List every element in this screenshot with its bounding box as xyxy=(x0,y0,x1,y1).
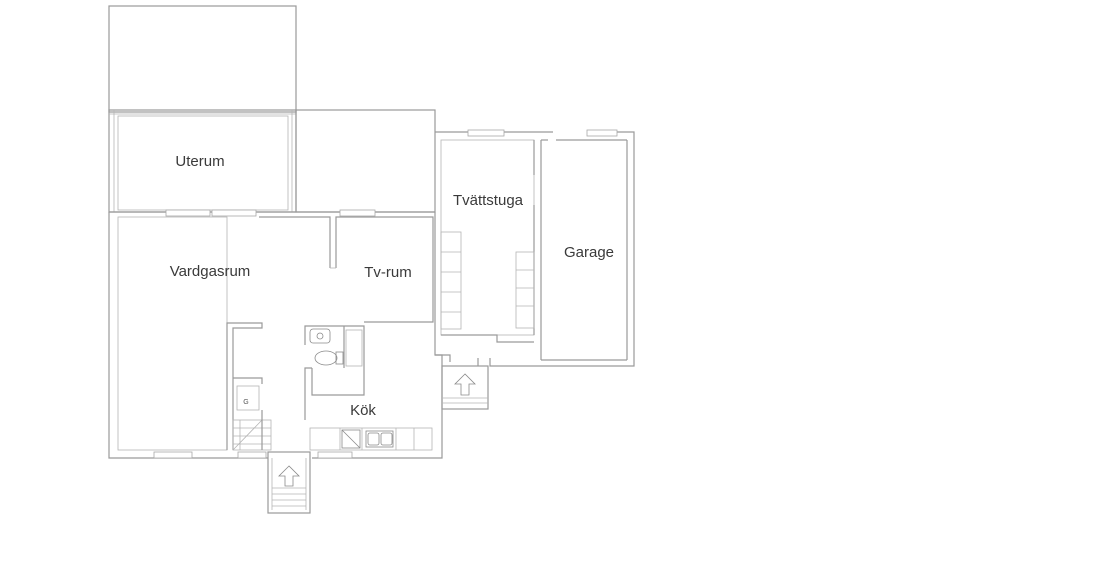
side-entrance-steps xyxy=(441,365,489,410)
g-marker: G xyxy=(243,399,248,406)
bathroom-walls xyxy=(304,325,365,420)
room-label-tvattstuga: Tvättstuga xyxy=(453,192,524,209)
room-label-uterum: Uterum xyxy=(175,153,224,170)
kitchen-counters xyxy=(309,427,433,451)
main-entrance-steps xyxy=(267,451,311,514)
main-house-walls xyxy=(108,209,443,459)
deck-area xyxy=(108,5,297,113)
tvattstuga-walls xyxy=(435,129,635,367)
room-label-kok: Kök xyxy=(350,402,376,419)
hall-walls xyxy=(226,322,272,451)
room-label-tv-rum: Tv-rum xyxy=(364,264,412,281)
room-label-vardgasrum: Vardgasrum xyxy=(170,263,251,280)
entrance-arrow-icon xyxy=(278,465,300,487)
room-label-garage: Garage xyxy=(564,244,614,261)
tv-rum-walls xyxy=(259,216,434,323)
side-entrance-arrow-icon xyxy=(454,373,476,396)
upper-middle-room-walls xyxy=(295,109,436,213)
